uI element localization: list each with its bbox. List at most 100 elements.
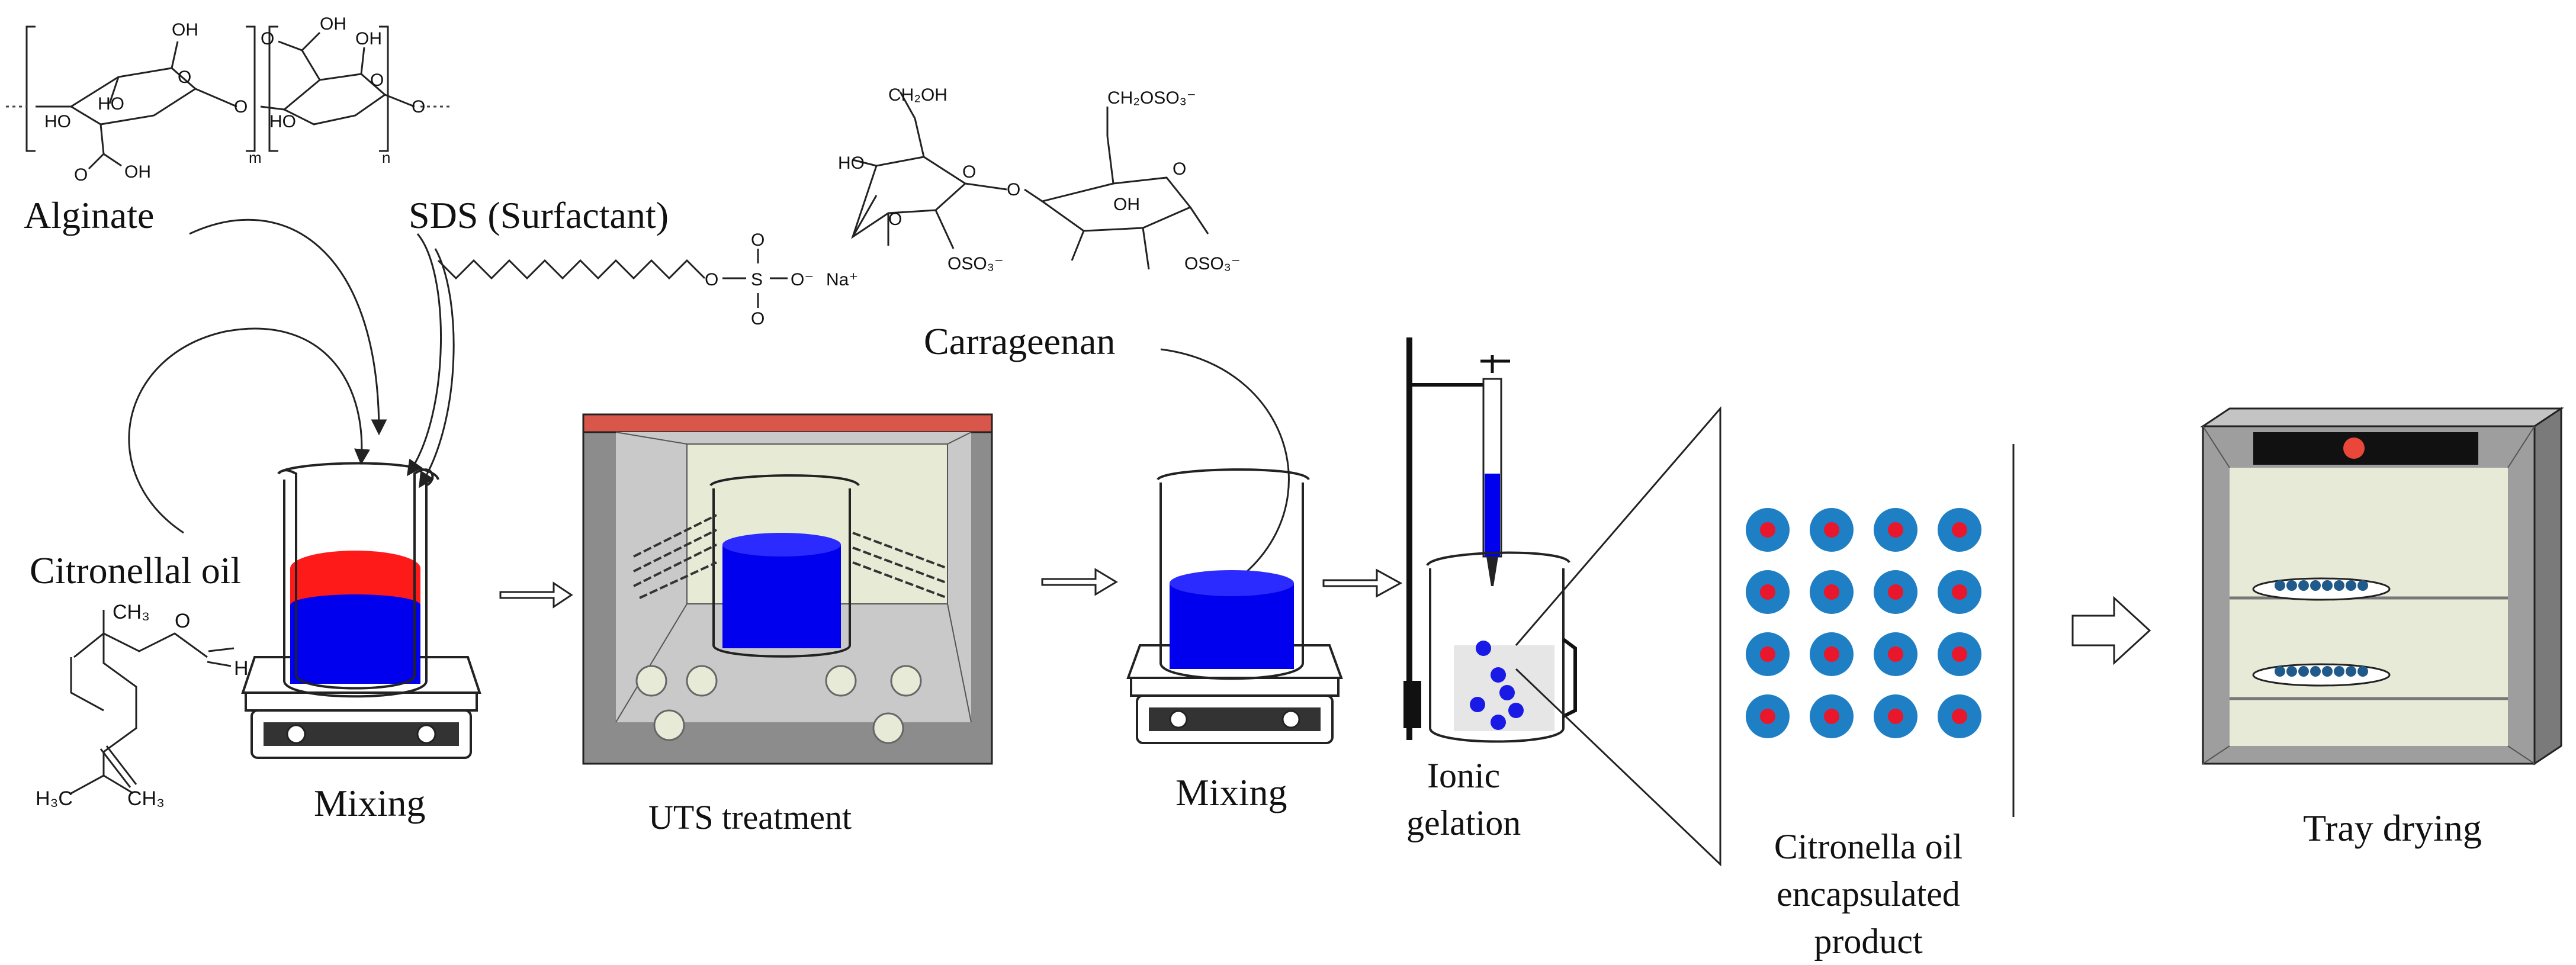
sds-na-plus: Na⁺ <box>826 270 858 290</box>
alginate-ho-2: HO <box>98 94 124 114</box>
tray-bead <box>2322 666 2333 677</box>
sds-s: S <box>751 270 763 290</box>
bead-core <box>1760 709 1775 724</box>
bead-core <box>1952 522 1967 538</box>
product-label-line-2: encapsulated <box>1777 874 1960 913</box>
tray-bead <box>2334 580 2344 591</box>
alginate-o-6: O <box>370 70 384 90</box>
sds-structure: O S O O O⁻ Na⁺ <box>437 230 858 329</box>
bath-lid <box>582 413 993 433</box>
tray-bead <box>2298 666 2309 677</box>
beaker-2-glass <box>1157 468 1310 680</box>
carrageenan-structure: CH₂OH CH₂OSO₃⁻ HO OH O O O O OSO₃⁻ OSO₃⁻ <box>838 85 1241 274</box>
mixing-1-label: Mixing <box>314 782 425 824</box>
alginate-o-4: O <box>178 67 191 87</box>
citronellal-h3c: H₃C <box>36 787 73 810</box>
sds-o-1: O <box>705 270 718 290</box>
carrageenan-oso3-2: OSO₃⁻ <box>1184 254 1241 274</box>
tray-bead <box>2275 666 2285 677</box>
alginate-bonds-2 <box>260 31 415 111</box>
bath-waves-right <box>852 532 948 599</box>
tray-bead <box>2334 666 2344 677</box>
stand-rod <box>1406 337 1412 740</box>
mixing-station-2 <box>1126 468 1343 744</box>
alginate-subscript-m: m <box>249 149 262 166</box>
alginate-bracket-mid-left <box>246 25 256 152</box>
ionic-gelation-setup <box>1403 337 1577 743</box>
bead-core <box>1888 584 1903 600</box>
bead-core <box>1824 522 1839 538</box>
alginate-oh-1: OH <box>172 20 198 40</box>
beaker-2-solution <box>1170 583 1294 669</box>
tray-bead <box>2357 580 2368 591</box>
tray-bead <box>2310 666 2321 677</box>
sds-o-3: O <box>751 309 765 329</box>
bath-knob-4 <box>890 665 922 697</box>
beaker-1-outline <box>283 480 428 698</box>
arrow-oil-to-beaker <box>128 327 370 534</box>
carrageenan-bonds-1 <box>852 91 1007 249</box>
carrageenan-bridge <box>852 195 878 237</box>
citronellal-o: O <box>175 610 190 632</box>
carrageenan-o-1: O <box>962 162 976 182</box>
sds-o-minus: O⁻ <box>791 270 814 290</box>
bead-core <box>1760 584 1775 600</box>
flow-arrow-4 <box>2071 596 2151 665</box>
product-label-line-3: product <box>1814 922 1923 961</box>
tray-bead <box>2346 666 2356 677</box>
alginate-ho-3: HO <box>269 112 296 131</box>
alginate-structure: HO HO OH OH O O O OH OH HO O O O m n <box>6 14 450 185</box>
carrageenan-label: Carrageenan <box>924 320 1115 362</box>
bath-perspective-lines <box>615 432 972 723</box>
tray-bead <box>2357 666 2368 677</box>
alginate-o-5: O <box>412 97 425 117</box>
beaker-1-interface <box>290 594 420 616</box>
gelation-bead-3 <box>1470 697 1485 712</box>
tray-bead <box>2286 666 2297 677</box>
bead-core <box>1760 522 1775 538</box>
sds-alkyl-chain <box>437 259 706 280</box>
alginate-ho-1: HO <box>44 112 71 131</box>
beaker-1-glass <box>277 462 439 690</box>
carrageenan-ring-1 <box>851 156 967 239</box>
arrow-sds-to-beaker-1 <box>406 233 442 477</box>
citronellal-oil-label: Citronellal oil <box>30 549 241 591</box>
burette-liquid <box>1485 474 1500 557</box>
gelation-beaker-glass <box>1426 551 1570 743</box>
tray-bead <box>2275 580 2285 591</box>
arrow-alginate-to-beaker <box>189 218 387 436</box>
sds-sulfate-bonds <box>722 249 788 308</box>
bead-core <box>1888 522 1903 538</box>
hotplate-1-knob-right <box>416 724 436 744</box>
alginate-oh-2: OH <box>124 162 151 182</box>
carrageenan-o-4: O <box>888 210 902 229</box>
alginate-o-3: O <box>261 29 274 49</box>
citronellal-ch3: CH₃ <box>113 601 150 623</box>
carrageenan-ch2oh: CH₂OH <box>888 85 947 105</box>
arrow-carrageenan-to-beaker <box>1160 348 1290 600</box>
dryer-heater <box>2253 432 2478 465</box>
tray-1 <box>2252 577 2391 601</box>
alginate-ring-1 <box>69 67 197 126</box>
tray-2 <box>2252 663 2391 687</box>
hotplate-2-knob-right <box>1281 710 1300 729</box>
bath-waves-left <box>633 514 717 599</box>
alginate-label: Alginate <box>24 194 154 236</box>
bead-core <box>1888 646 1903 662</box>
product-label-line-1: Citronella oil <box>1774 827 1962 866</box>
bead-core <box>1952 709 1967 724</box>
citronellal-ch3-b: CH₃ <box>127 787 165 810</box>
dryer-top <box>2200 407 2564 427</box>
ionic-label: Ionic <box>1427 756 1500 795</box>
carrageenan-oso3-1: OSO₃⁻ <box>947 254 1004 274</box>
bead-core <box>1952 584 1967 600</box>
gelation-bead-4 <box>1508 703 1524 718</box>
sds-label: SDS (Surfactant) <box>409 194 669 236</box>
carrageenan-ch2oso3: CH₂OSO₃⁻ <box>1107 88 1196 108</box>
stand-clamp-base <box>1403 681 1421 728</box>
gelation-bead-2 <box>1491 667 1506 683</box>
encapsulated-bead-grid <box>1746 508 1981 738</box>
carrageenan-o-2: O <box>1007 180 1020 200</box>
tray-bead <box>2346 580 2356 591</box>
gelation-bead-1 <box>1476 641 1491 656</box>
